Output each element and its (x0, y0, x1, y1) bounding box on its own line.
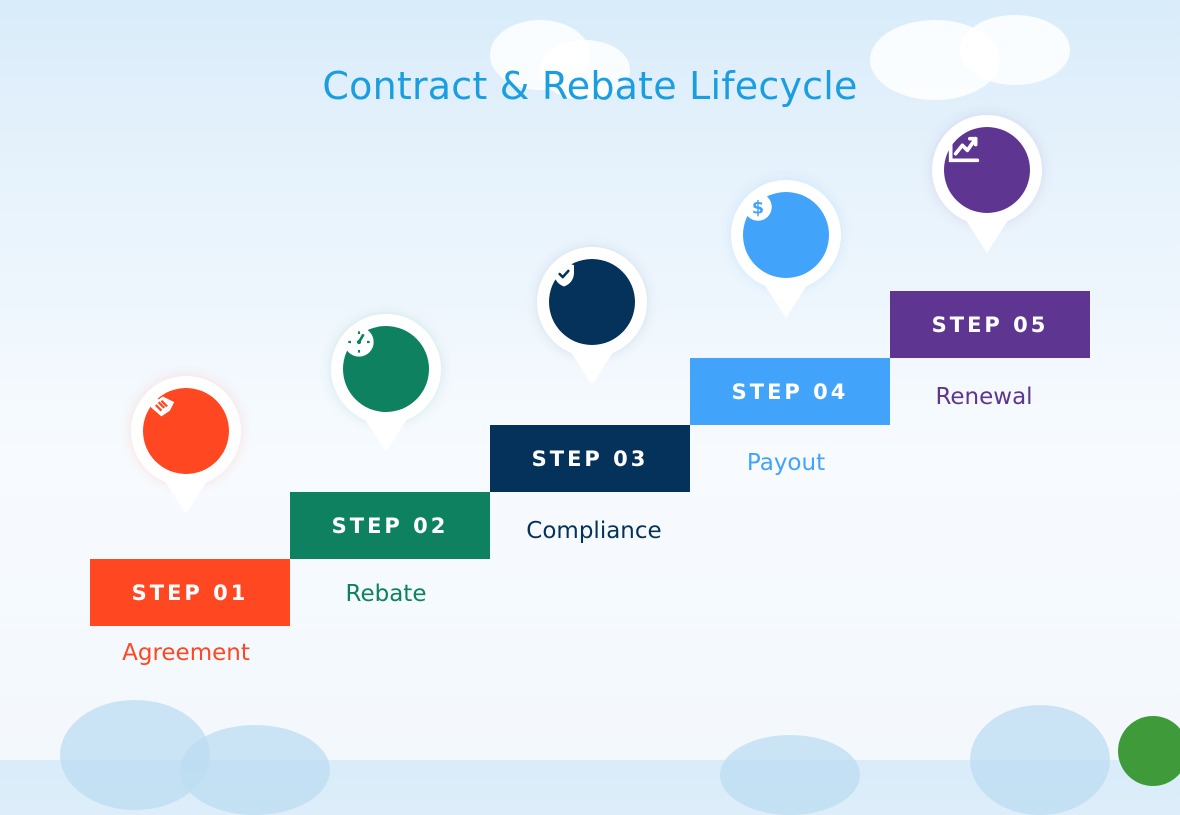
step-5-badge (944, 127, 1030, 213)
step-1-name: Agreement (122, 640, 250, 666)
growth-chart-icon (948, 131, 980, 163)
step-5-label: STEP 05 (890, 291, 1090, 358)
step-2-badge (343, 326, 429, 412)
shield-check-icon (554, 261, 574, 287)
cloud-decoration (960, 15, 1070, 85)
step-3-label: STEP 03 (490, 425, 690, 492)
cloud-decoration (540, 40, 630, 100)
bush-decoration (1118, 716, 1180, 786)
step-4-badge: $ (743, 192, 829, 278)
dollar-icon: $ (744, 193, 772, 221)
svg-text:$: $ (752, 198, 764, 218)
step-4-label: STEP 04 (690, 358, 890, 425)
step-2-name: Rebate (345, 581, 427, 607)
step-1-badge (143, 388, 229, 474)
step-3-badge (549, 259, 635, 345)
cloud-decoration (720, 735, 860, 815)
step-2-pin (331, 314, 441, 454)
cloud-decoration (180, 725, 330, 815)
cloud-decoration (970, 705, 1110, 815)
handshake-icon (145, 395, 175, 417)
page-title: Contract & Rebate Lifecycle (322, 64, 858, 108)
step-3-pin (537, 247, 647, 387)
step-1-label: STEP 01 (90, 559, 290, 626)
step-4-pin: $ (731, 180, 841, 320)
step-1-pin (131, 376, 241, 516)
step-5-pin (932, 115, 1042, 255)
step-4-name: Payout (746, 450, 826, 476)
step-2-label: STEP 02 (290, 492, 490, 559)
step-5-name: Renewal (935, 384, 1033, 410)
clock-icon (344, 327, 374, 357)
step-3-name: Compliance (526, 518, 662, 544)
